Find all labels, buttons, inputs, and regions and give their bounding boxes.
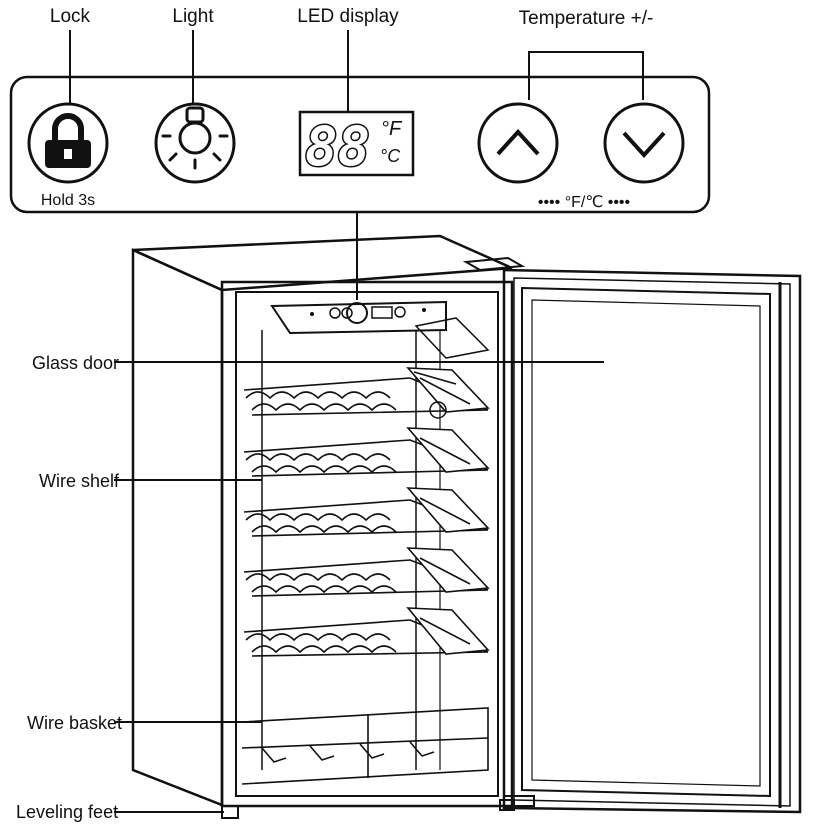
light-button[interactable] — [154, 102, 236, 184]
fan-icon — [429, 401, 447, 419]
leveling-feet — [221, 799, 515, 819]
wire-shelf-4 — [243, 547, 490, 597]
lock-label: Lock — [50, 6, 91, 27]
wire-shelf-2 — [243, 427, 490, 477]
led-display: 88 °F °C — [298, 110, 415, 180]
temperature-label: Temperature +/- — [519, 8, 654, 29]
fridge-display-panel — [270, 300, 447, 335]
unit-toggle-text: •••• °F/℃ •••• — [538, 194, 630, 211]
glass-door[interactable] — [502, 268, 802, 814]
wire-shelves — [243, 367, 490, 657]
wire-shelf-5 — [243, 607, 490, 657]
lock-icon — [45, 113, 91, 168]
chevron-down-icon — [622, 131, 666, 158]
led-unit-f: °F — [381, 118, 403, 140]
wire-basket-label: Wire basket — [27, 713, 122, 733]
wire-shelf-label: Wire shelf — [39, 471, 120, 491]
leveling-feet-label: Leveling feet — [16, 802, 118, 822]
temperature-up-button[interactable] — [477, 102, 559, 184]
temperature-down-button[interactable] — [603, 102, 685, 184]
led-digits: 88 — [305, 115, 370, 178]
led-unit-c: °C — [380, 146, 401, 166]
wire-basket — [241, 707, 489, 785]
wire-shelf-1 — [243, 367, 490, 416]
wire-shelf-3 — [243, 487, 490, 537]
lock-hold-text: Hold 3s — [41, 192, 95, 209]
light-label: Light — [172, 6, 214, 27]
chevron-up-icon — [496, 129, 540, 156]
light-bulb-icon — [161, 106, 229, 170]
control-panel-callout — [9, 75, 711, 214]
lock-button[interactable] — [27, 102, 109, 184]
glass-door-label: Glass door — [32, 353, 119, 373]
led-display-label: LED display — [297, 6, 399, 27]
